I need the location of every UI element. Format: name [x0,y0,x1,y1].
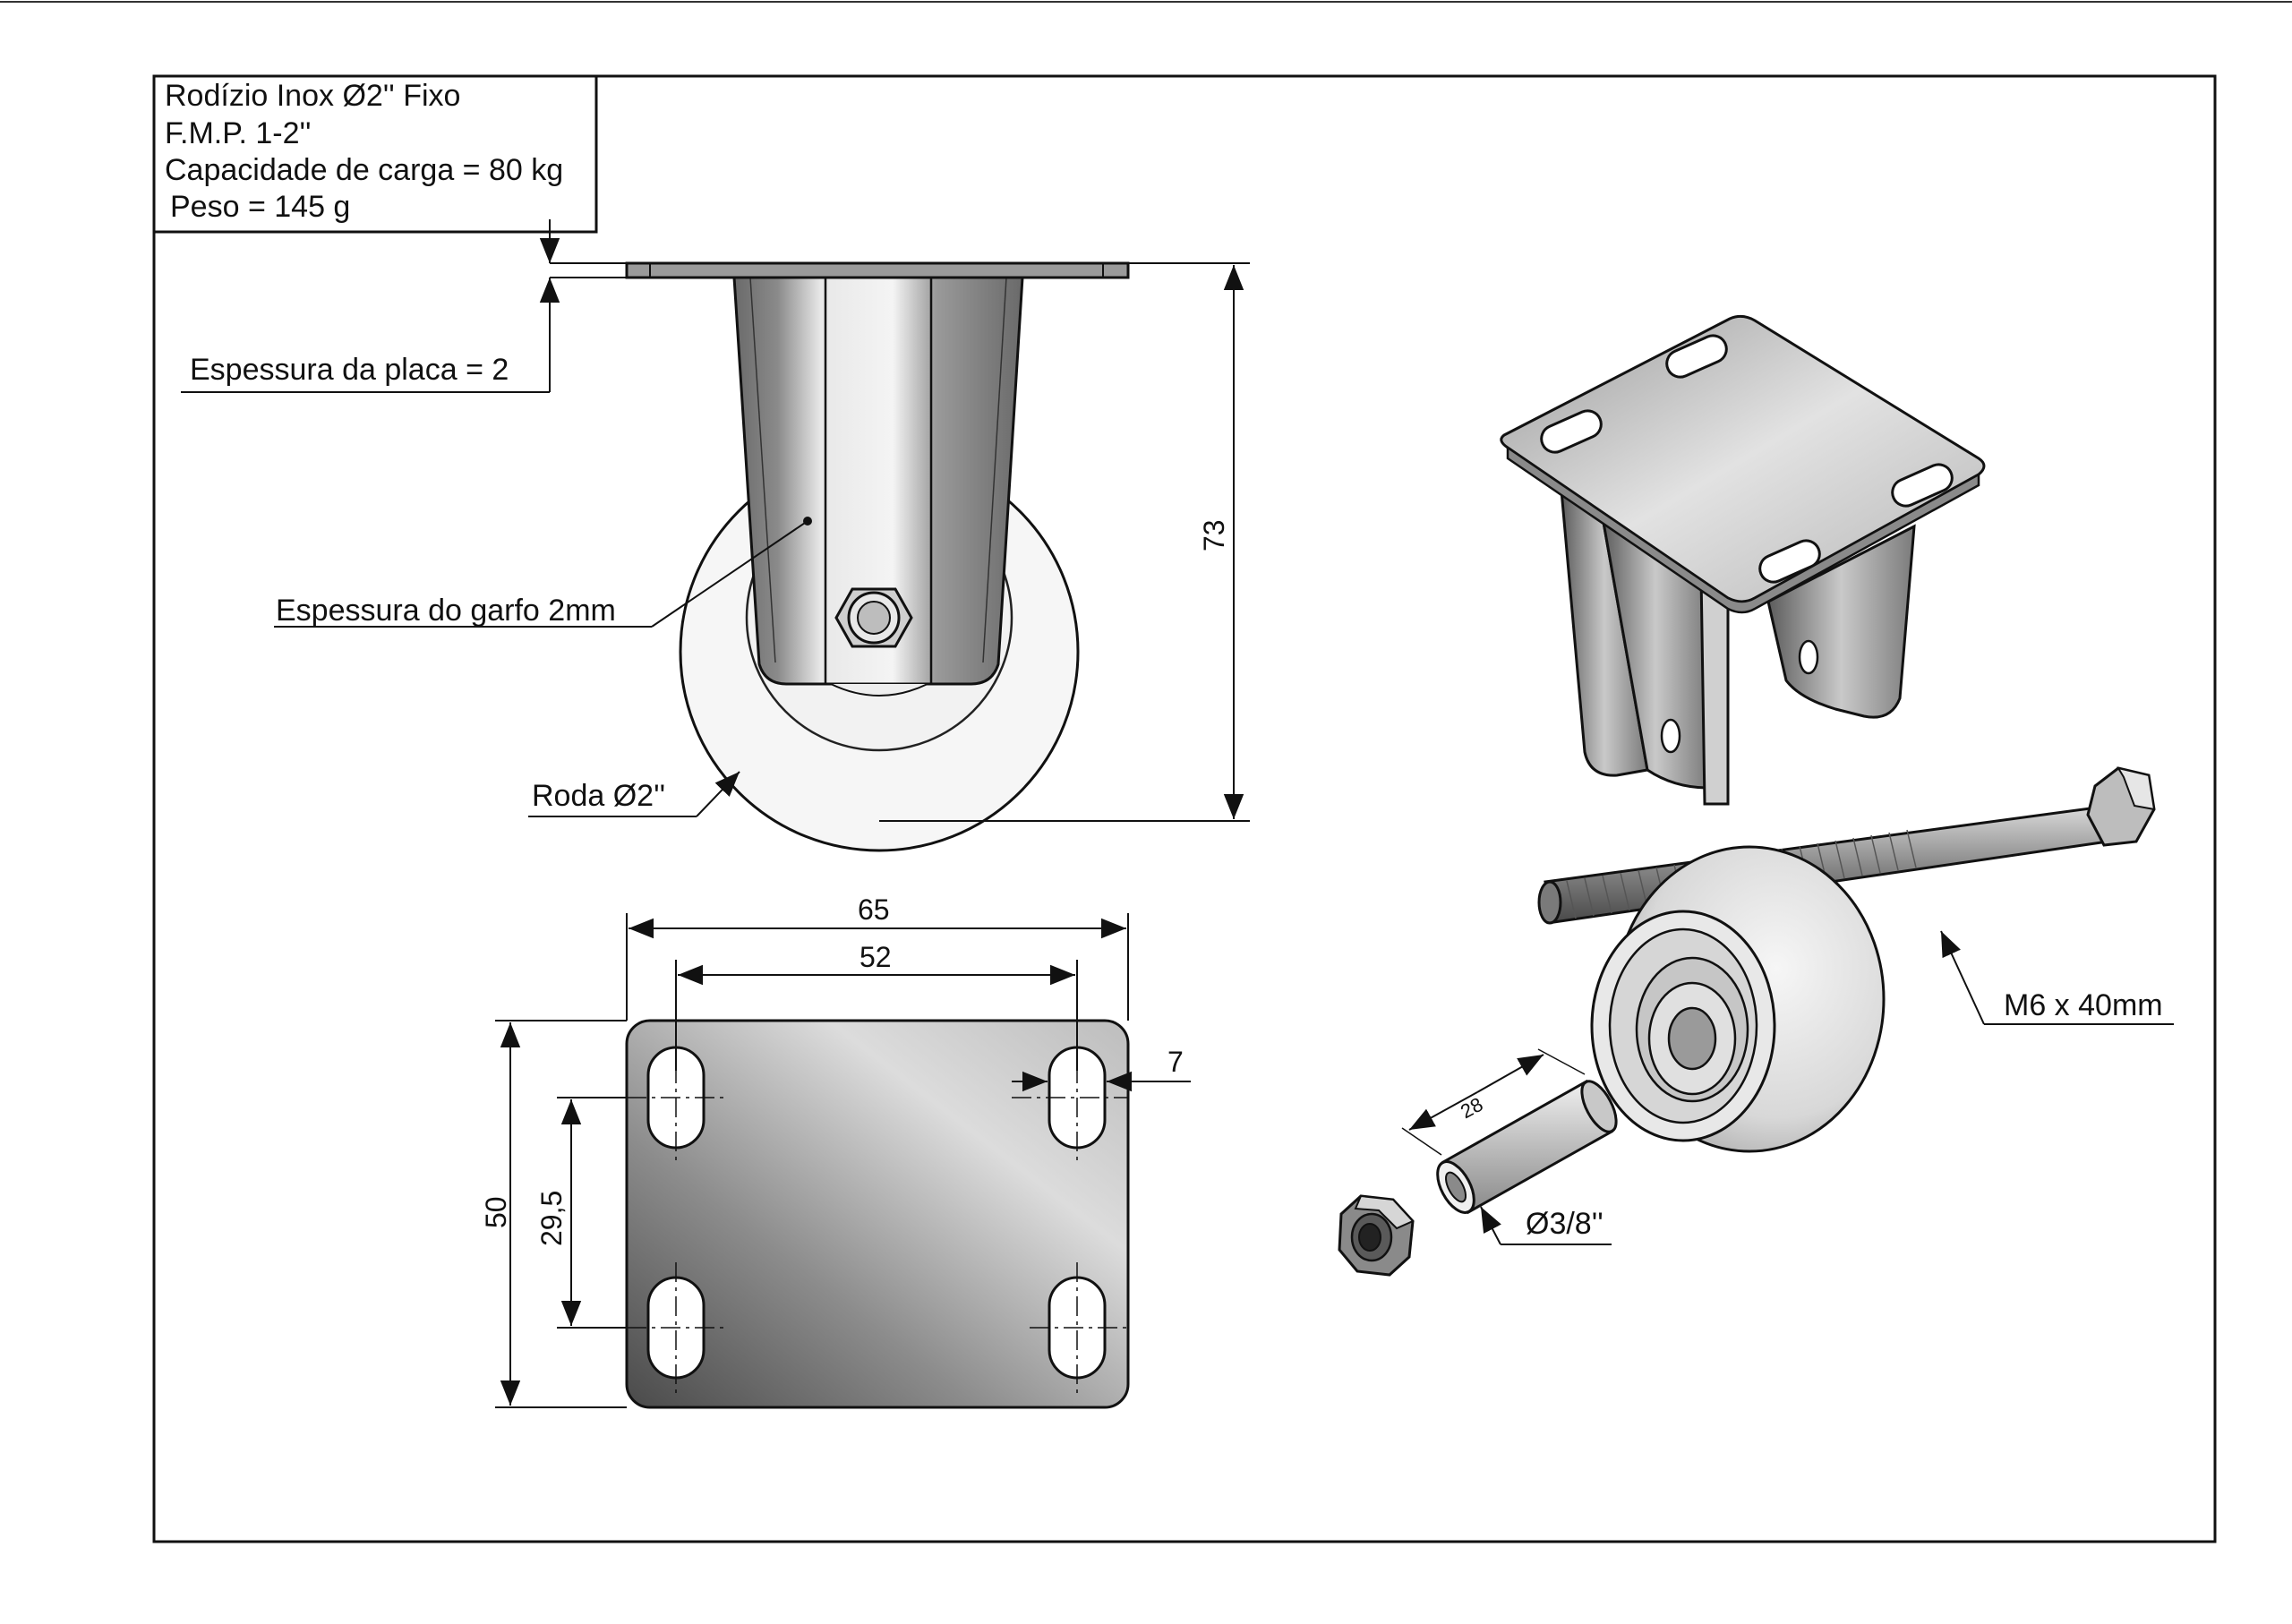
drawing-frame [152,74,2217,1543]
fork-thickness-label: Espessura do garfo 2mm [276,594,616,628]
front-height-dim: 73 [1198,519,1230,551]
bolt-spec-label: M6 x 40mm [2004,988,2163,1022]
hole-spacing-x-dim: 52 [860,941,892,973]
title-weight: Peso = 145 g [170,190,351,224]
slot-width-dim: 7 [1167,1046,1184,1078]
title-product-code: F.M.P. 1-2'' [165,116,312,150]
wheel-diameter-label: Roda Ø2'' [532,779,666,813]
iso-wheel [1590,845,1886,1153]
plate-width-dim: 65 [858,893,890,926]
iso-bushing [1401,1048,1618,1245]
front-top-plate [625,261,1130,279]
iso-nut [1338,1194,1415,1277]
plate-view [495,913,1191,1409]
front-fork [732,276,1024,686]
iso-fork [1500,314,1986,806]
title-product-name: Rodízio Inox Ø2'' Fixo [165,79,461,113]
plate-height-dim: 50 [480,1196,512,1228]
plate-thickness-label: Espessura da placa = 2 [190,353,509,387]
title-load-capacity: Capacidade de carga = 80 kg [165,153,564,187]
plate-top [625,1019,1130,1409]
front-view [181,219,1250,852]
hole-spacing-y-dim: 29,5 [535,1190,568,1246]
bushing-diameter-label: Ø3/8'' [1526,1207,1604,1241]
title-block-box [152,74,598,234]
